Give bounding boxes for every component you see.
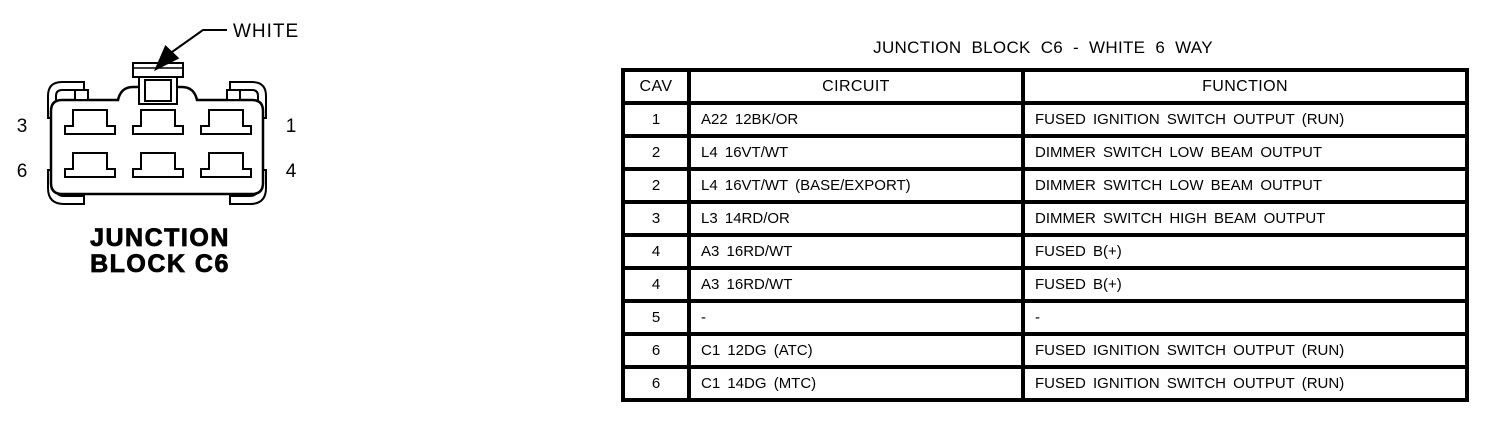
terminal-cavity [132,109,184,135]
terminal-cavity [132,152,184,178]
arrowhead-icon [153,44,180,72]
latch-body-inner [144,79,172,102]
connector-caption-line1: JUNCTION [90,224,230,252]
function-cell: - [1021,299,1469,336]
cav-cell: 4 [621,266,691,303]
table-row: 6 C1 12DG (ATC) FUSED IGNITION SWITCH OU… [621,332,1469,369]
table-row: 4 A3 16RD/WT FUSED B(+) [621,233,1469,270]
cav-cell: 1 [621,101,691,138]
circuit-cell: L3 14RD/OR [687,200,1025,237]
circuit-cell: L4 16VT/WT [687,134,1025,171]
function-cell: FUSED IGNITION SWITCH OUTPUT (RUN) [1021,365,1469,402]
function-cell: FUSED IGNITION SWITCH OUTPUT (RUN) [1021,101,1469,138]
function-cell: FUSED B(+) [1021,233,1469,270]
function-cell: DIMMER SWITCH HIGH BEAM OUTPUT [1021,200,1469,237]
terminal-cavities [64,109,252,178]
table-row: 4 A3 16RD/WT FUSED B(+) [621,266,1469,303]
circuit-cell: L4 16VT/WT (BASE/EXPORT) [687,167,1025,204]
column-header-cav: CAV [621,68,691,105]
function-cell: DIMMER SWITCH LOW BEAM OUTPUT [1021,167,1469,204]
table-title: JUNCTION BLOCK C6 - WHITE 6 WAY [873,38,1213,57]
pin-label-bottom-left: 6 [17,161,28,182]
terminal-cavity [200,109,252,135]
cav-cell: 6 [621,365,691,402]
terminal-cavity [200,152,252,178]
table-row: 6 C1 14DG (MTC) FUSED IGNITION SWITCH OU… [621,365,1469,402]
cav-cell: 3 [621,200,691,237]
circuit-cell: A22 12BK/OR [687,101,1025,138]
latch [132,62,184,105]
column-header-circuit: CIRCUIT [687,68,1025,105]
function-cell: DIMMER SWITCH LOW BEAM OUTPUT [1021,134,1469,171]
table-row: 1 A22 12BK/OR FUSED IGNITION SWITCH OUTP… [621,101,1469,138]
circuit-cell: A3 16RD/WT [687,233,1025,270]
pin-label-top-right: 1 [286,116,297,137]
table-header-row: CAV CIRCUIT FUNCTION [621,68,1469,105]
circuit-cell: C1 12DG (ATC) [687,332,1025,369]
table-row: 3 L3 14RD/OR DIMMER SWITCH HIGH BEAM OUT… [621,200,1469,237]
column-header-function: FUNCTION [1021,68,1469,105]
circuit-cell: C1 14DG (MTC) [687,365,1025,402]
circuit-cell: - [687,299,1025,336]
cav-cell: 6 [621,332,691,369]
function-cell: FUSED B(+) [1021,266,1469,303]
cav-cell: 2 [621,167,691,204]
pin-label-bottom-right: 4 [286,161,297,182]
circuit-cell: A3 16RD/WT [687,266,1025,303]
terminal-cavity [64,109,116,135]
terminal-cavity [64,152,116,178]
connector-figure: WHITE 3 6 1 4 JUNCTION BLOCK C6 [17,21,299,278]
function-cell: FUSED IGNITION SWITCH OUTPUT (RUN) [1021,332,1469,369]
top-tab-right [226,89,241,101]
cav-cell: 2 [621,134,691,171]
top-tab-left [74,89,89,101]
pinout-table: CAV CIRCUIT FUNCTION 1 A22 12BK/OR FUSED… [621,68,1469,402]
cav-cell: 4 [621,233,691,270]
connector-caption-line2: BLOCK C6 [90,250,230,278]
table-row: 2 L4 16VT/WT (BASE/EXPORT) DIMMER SWITCH… [621,167,1469,204]
pin-label-top-left: 3 [17,116,28,137]
cav-cell: 5 [621,299,691,336]
table-row: 2 L4 16VT/WT DIMMER SWITCH LOW BEAM OUTP… [621,134,1469,171]
table-row: 5 - - [621,299,1469,336]
leader-line [171,29,227,53]
connector-color-label: WHITE [233,21,299,42]
